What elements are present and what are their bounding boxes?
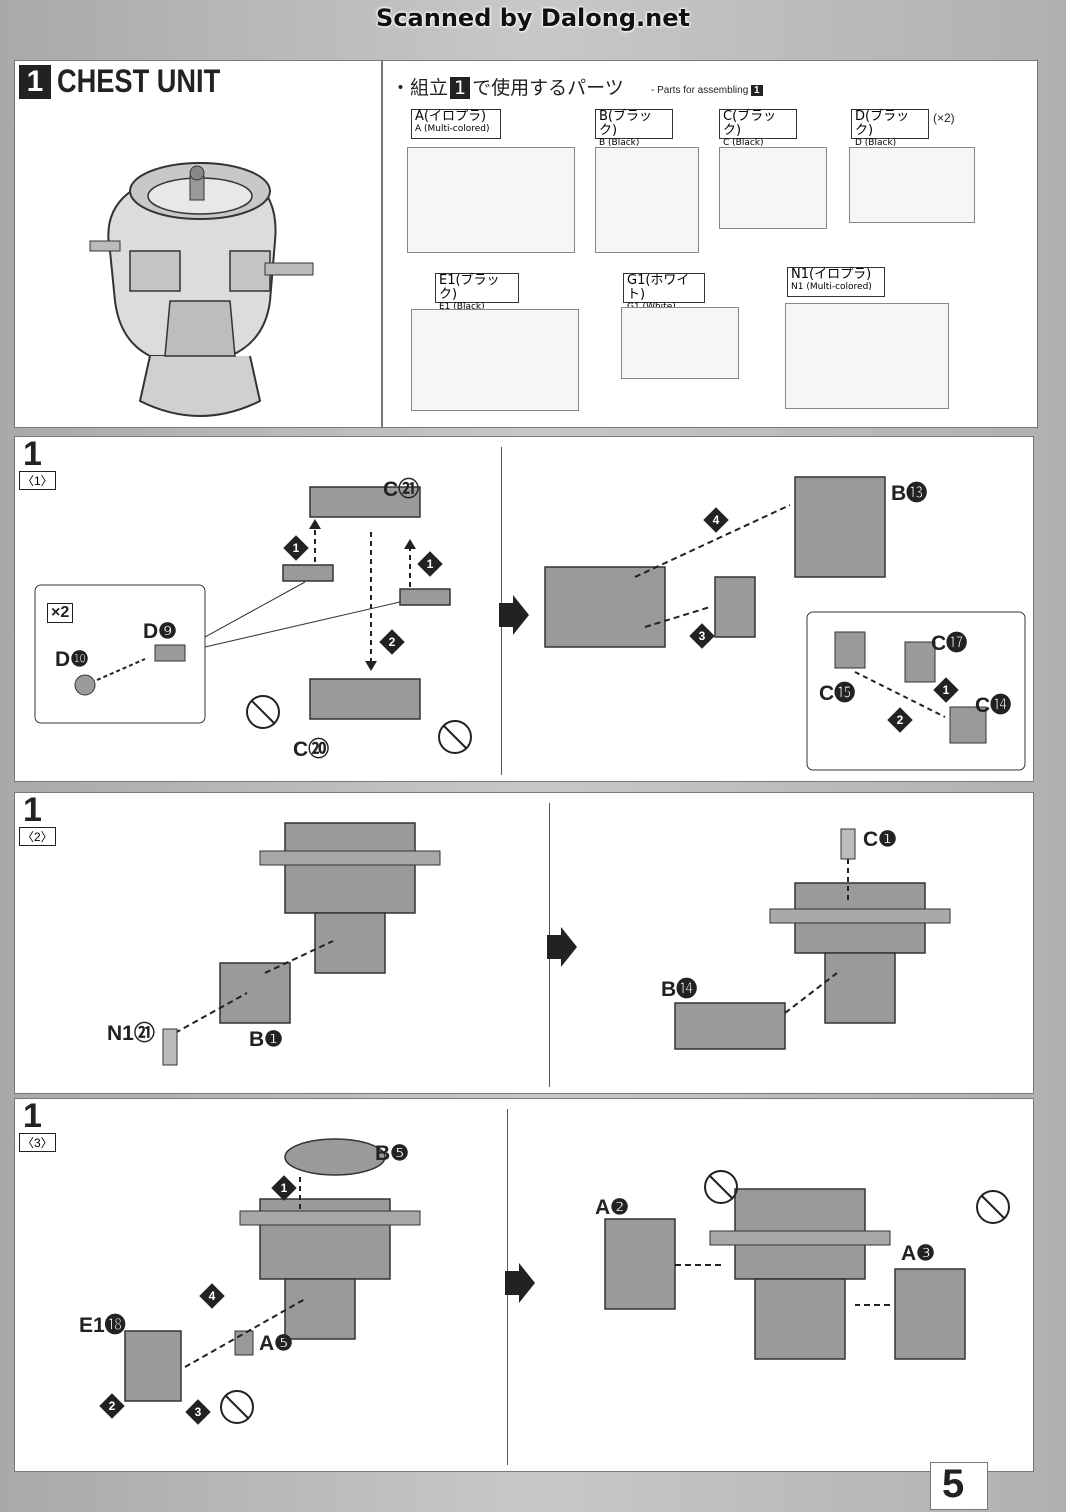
runner-c-sprue (719, 147, 827, 229)
runner-d-sprue (849, 147, 975, 223)
part-b14-label: B⓮ (661, 978, 698, 1001)
runner-b-sprue (595, 147, 699, 253)
quantity-x2-badge: ×2 (47, 603, 74, 623)
step-1-1-panel: 1 〈1〉 C㉑ C⑳ D❾ D❿ ×2 1 1 2 (14, 435, 1034, 782)
part-d10-label: D❿ (55, 648, 89, 671)
part-n1-21-label: N1㉑ (107, 1022, 155, 1045)
next-step-arrow (499, 595, 529, 635)
chest-unit-illustration (89, 162, 314, 417)
step-1-2-panel: 1 〈2〉 N1㉑ B❶ C❶ B⓮ (14, 791, 1034, 1094)
parts-heading-english: - Parts for assembling 1 (651, 85, 763, 96)
part-b1-label: B❶ (249, 1028, 283, 1051)
next-step-arrow (547, 927, 577, 967)
parts-heading-step-num: 1 (450, 77, 471, 99)
part-b5-label: B❺ (375, 1142, 409, 1165)
part-c17-label: C⓱ (931, 632, 968, 655)
runner-label-e1: E1(ブラック)E1 (Black) (435, 273, 519, 312)
step-1-3-substep: 〈3〉 (19, 1133, 56, 1152)
step-1-3-panel: 1 〈3〉 B❺ E1⓲ A❺ 1 4 2 3 A❷ A❸ (14, 1097, 1034, 1472)
part-c14-label: C⓮ (975, 694, 1012, 717)
runner-d-quantity: (×2) (933, 111, 955, 125)
step-1-2-number: 1 (23, 791, 42, 829)
step-1-3-right-diagram (604, 1170, 1010, 1360)
next-step-arrow (505, 1263, 535, 1303)
part-a3-label: A❸ (901, 1242, 935, 1265)
part-c1-label: C❶ (863, 828, 897, 851)
step-1-2-left-diagram (162, 822, 441, 1066)
part-c20-label: C⑳ (293, 738, 330, 761)
step-1-1-number: 1 (23, 435, 42, 473)
step-1-1-right-diagram (544, 476, 1026, 771)
part-c15-label: C⓯ (819, 682, 856, 705)
runner-n1-sprue (785, 303, 949, 409)
step-1-2-right-diagram (674, 828, 951, 1050)
page-number-box (930, 1462, 988, 1510)
part-d9-label: D❾ (143, 620, 177, 643)
runner-label-d: D(ブラック)D (Black) (851, 109, 929, 148)
step-1-1-left-diagram (34, 486, 472, 754)
runner-label-c: C(ブラック)C (Black) (719, 109, 797, 148)
section-number: 1 (19, 65, 51, 99)
page-number: 5 (942, 1462, 965, 1506)
part-e1-18-label: E1⓲ (79, 1314, 126, 1337)
runner-label-g1: G1(ホワイト)G1 (White) (623, 273, 705, 312)
runner-e1-sprue (411, 309, 579, 411)
runner-label-b: B(ブラック)B (Black) (595, 109, 673, 148)
part-b13-label: B⓭ (891, 482, 928, 505)
runner-g1-sprue (621, 307, 739, 379)
runner-a-sprue (407, 147, 575, 253)
part-a2-label: A❷ (595, 1196, 629, 1219)
part-c21-label: C㉑ (383, 478, 420, 501)
scan-watermark: Scanned by Dalong.net (376, 4, 690, 32)
runner-label-a: A(イロプラ)A (Multi-colored) (411, 109, 501, 139)
part-a5-label: A❺ (259, 1332, 293, 1355)
step-1-2-substep: 〈2〉 (19, 827, 56, 846)
step-1-3-left-diagram (124, 1138, 421, 1424)
step-1-3-number: 1 (23, 1097, 42, 1135)
runner-label-n1: N1(イロプラ)N1 (Multi-colored) (787, 267, 885, 297)
chest-unit-overview-panel: 1 CHEST UNIT (14, 60, 382, 428)
section-title: CHEST UNIT (57, 63, 221, 99)
step-1-1-substep: 〈1〉 (19, 471, 56, 490)
